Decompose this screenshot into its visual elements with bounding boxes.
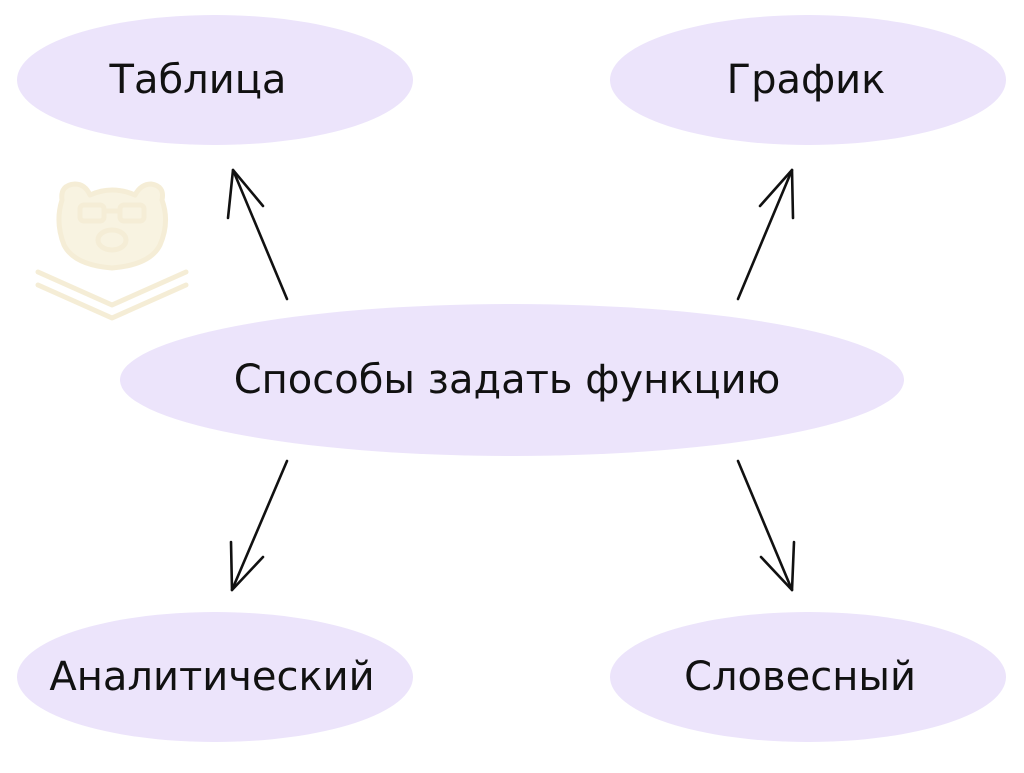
bear-with-glasses-logo-icon [35, 181, 189, 321]
node-label-graph: График [727, 57, 886, 103]
node-label-methods: Способы задать функцию [234, 357, 781, 403]
node-center: Способы задать функцию [120, 304, 904, 456]
node-label-analytic: Аналитический [49, 654, 374, 700]
arrow-to-bottom-left [229, 459, 289, 592]
node-top-right: График [610, 15, 1006, 145]
node-bottom-left: Аналитический [17, 612, 413, 742]
node-bottom-right: Словесный [610, 612, 1006, 742]
arrows [226, 168, 796, 592]
node-top-left: Таблица [17, 15, 413, 145]
node-label-verbal: Словесный [684, 654, 916, 700]
arrow-to-top-left [226, 168, 289, 301]
arrow-to-top-right [736, 168, 795, 301]
arrow-to-bottom-right [736, 459, 796, 592]
node-label-table: Таблица [109, 57, 287, 103]
